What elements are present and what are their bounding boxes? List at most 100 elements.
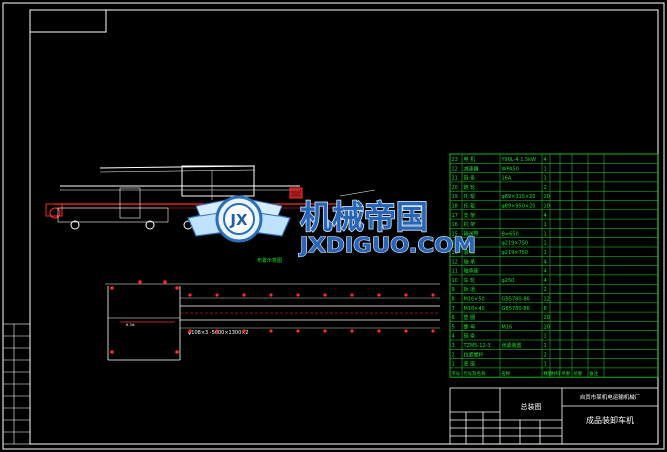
bom-cell: 1 — [544, 362, 547, 368]
watermark-cn: 机械帝国 — [300, 198, 428, 236]
title-block-assembly-label: 总装图 — [521, 402, 542, 411]
bom-cell: 5 — [452, 324, 455, 330]
bom-cell: 机 架 — [464, 221, 476, 228]
bolt-hole — [175, 286, 179, 290]
bom-row: 9 轨 道 2 — [452, 286, 547, 293]
bom-cell: 1 — [544, 222, 547, 228]
bolt-hole — [350, 293, 354, 297]
bom-cell: 车 轮 — [464, 277, 476, 284]
bom-header-cell: 名称 — [501, 370, 510, 377]
bolt-hole — [138, 280, 142, 284]
bom-cell: 滚 筒 — [464, 240, 476, 247]
bom-cell: 链 轮 — [464, 184, 476, 191]
bom-cell: 7 — [452, 306, 455, 312]
bom-cell: 4 — [544, 259, 547, 265]
bolt-hole — [377, 293, 381, 297]
bom-cell: 电 机 — [464, 156, 476, 163]
bom-cell: 9 — [452, 287, 455, 293]
bom-cell: 4 — [544, 213, 547, 219]
bom-cell: 4 — [544, 278, 547, 284]
bom-header-cell: 备注 — [589, 370, 598, 377]
bom-cell: 轨 道 — [464, 286, 476, 293]
bom-cell: M16×40 — [464, 306, 485, 312]
title-block-drawing-name: 成品装卸车机 — [586, 415, 634, 425]
watermark-emblem: JX — [187, 195, 291, 243]
title-block — [449, 387, 659, 445]
bom-header-cell: 材料 — [551, 370, 560, 377]
bom-cell: 托 辊 — [464, 203, 476, 210]
bom-header-cell: 代号及名称 — [463, 370, 486, 377]
bolt-hole — [323, 293, 327, 297]
bom-header-row: 序号代号及名称名称数量材料单重总重备注 — [451, 370, 598, 377]
bom-cell: 15 — [452, 231, 458, 237]
bolt-hole — [404, 329, 408, 333]
bom-cell: 减速器 — [464, 165, 479, 172]
bolt-hole — [110, 350, 114, 354]
bom-cell: 23 — [452, 157, 458, 163]
bom-cell: 轴承座 — [464, 268, 479, 275]
bom-cell: 1 — [544, 231, 547, 237]
bolt-hole — [242, 329, 246, 333]
bolt-hole — [242, 293, 246, 297]
bolt-hole — [269, 329, 273, 333]
bolt-hole — [296, 329, 300, 333]
bom-cell: 8 — [452, 297, 455, 303]
bolt-hole — [188, 329, 192, 333]
bom-cell: 4 — [544, 269, 547, 275]
bom-cell: 22 — [452, 166, 458, 172]
bom-cell: M16 — [502, 324, 513, 330]
bom-cell: 轴 承 — [464, 258, 476, 265]
watermark-emblem-text: JX — [229, 211, 248, 229]
bom-header-cell: 总重 — [573, 370, 582, 377]
bolt-hole — [377, 329, 381, 333]
bom-cell: M16×50 — [464, 297, 485, 303]
side-tag: 6-3# — [126, 323, 135, 327]
bom-cell: 19 — [452, 194, 458, 200]
bom-cell: 4 — [452, 334, 455, 340]
left-revision-table — [2, 323, 31, 445]
bom-cell: φ89×315×20 — [502, 194, 536, 200]
bom-cell: 张紧装置 — [502, 342, 522, 349]
bom-cell: φ89×950×20 — [502, 204, 536, 210]
bom-cell: 20 — [544, 324, 550, 330]
bom-row: 16 机 架 1 — [452, 221, 547, 228]
bolt-hole — [431, 329, 435, 333]
bom-cell: 2 — [544, 287, 547, 293]
bom-cell: 16 — [452, 222, 458, 228]
bom-cell: 8 — [544, 306, 547, 312]
watermark-en: JXDIGUO.COM — [298, 233, 476, 257]
plan-view-bolt-holes — [110, 280, 435, 354]
conveyor-elevation — [45, 165, 376, 230]
bolt-hole — [350, 329, 354, 333]
bom-cell: 1 — [544, 250, 547, 256]
dimension-note: φ108×3 -5600×1300×2 — [188, 330, 249, 336]
bom-cell: 20 — [452, 185, 458, 191]
bom-header-cell: 单重 — [561, 370, 570, 377]
bom-cell: 链 条 — [464, 333, 476, 340]
bom-cell: 2 — [452, 352, 455, 358]
bom-cell: 4 — [544, 157, 547, 163]
title-block-company: 自贡市某机电运输机械厂 — [580, 393, 641, 401]
plan-view-label: 布置示意图 — [257, 257, 282, 264]
bom-cell: 18 — [452, 204, 458, 210]
bom-cell: 滚 筒 — [464, 249, 476, 256]
bom-cell: 1 — [452, 362, 455, 368]
bom-cell: 1 — [544, 343, 547, 349]
bom-cell: 1 — [544, 176, 547, 182]
bom-cell: 14 — [452, 241, 458, 247]
bom-cell: 20 — [544, 315, 550, 321]
bom-cell: 支 架 — [464, 212, 476, 219]
watermark: JX 机械帝国 JXDIGUO.COM — [187, 195, 477, 258]
